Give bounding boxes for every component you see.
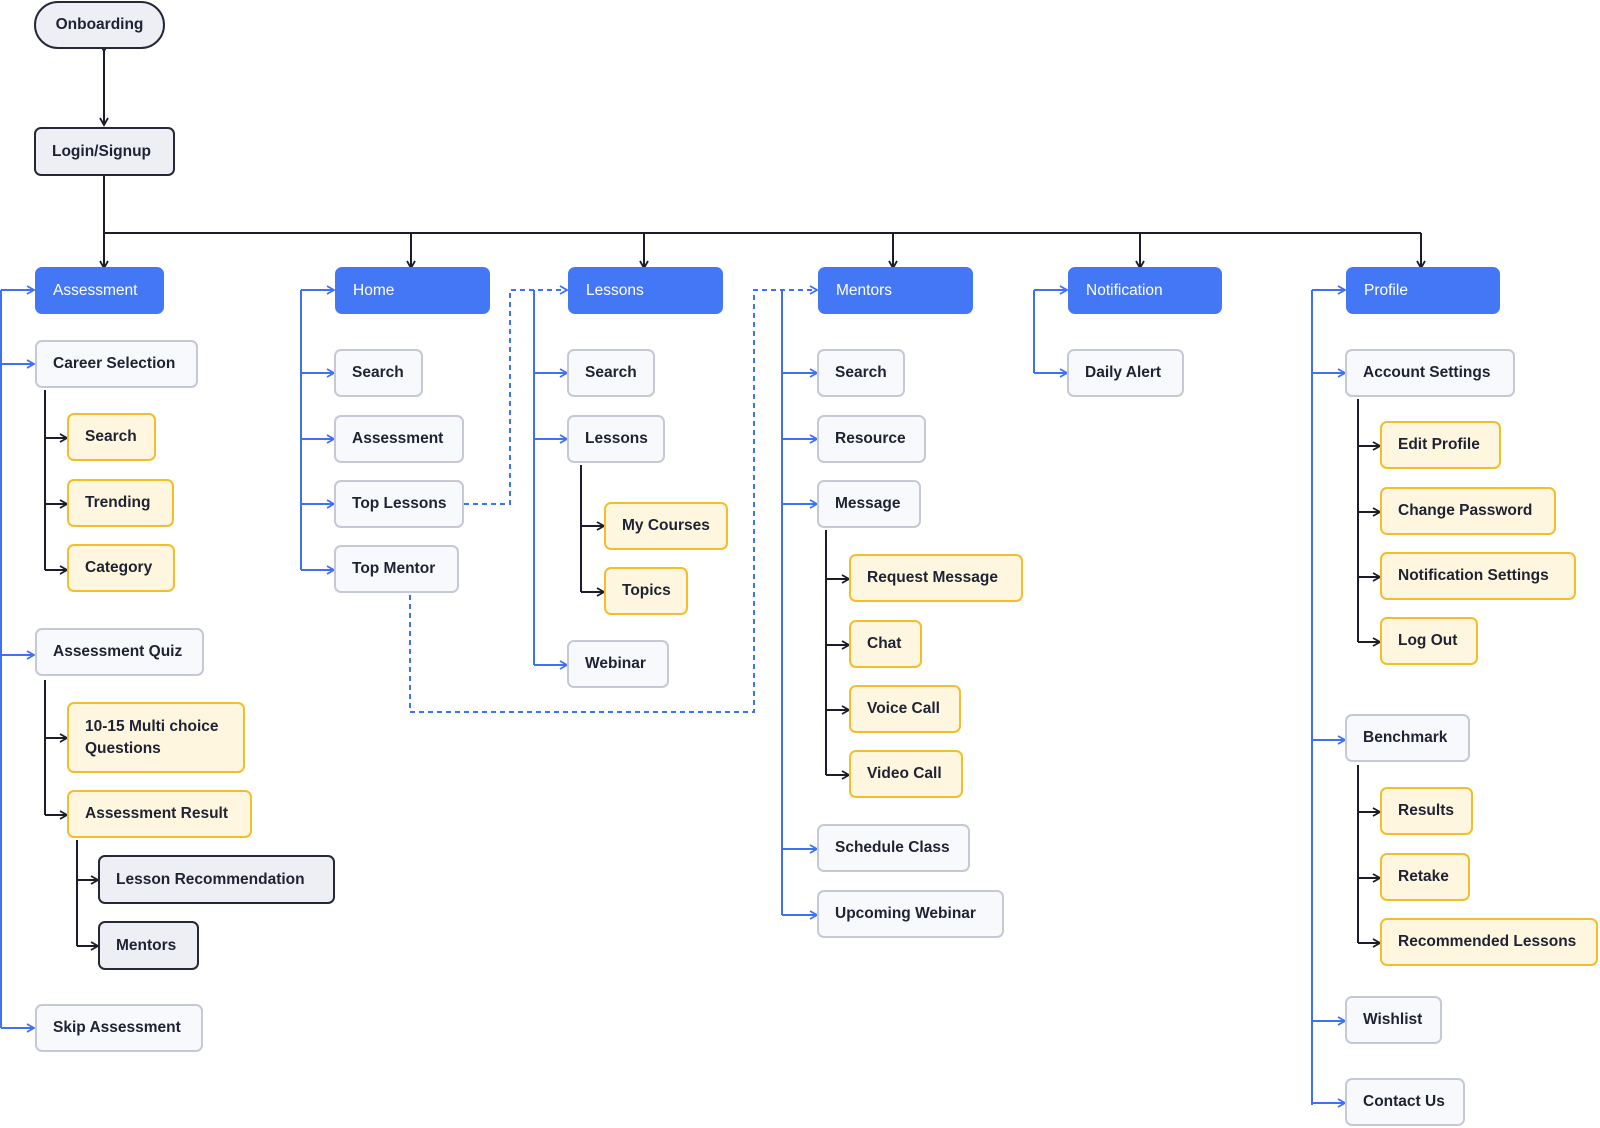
voice-call-node[interactable]: Voice Call <box>849 685 961 733</box>
recommended-lessons-node[interactable]: Recommended Lessons <box>1380 918 1598 966</box>
edit-profile-node[interactable]: Edit Profile <box>1380 421 1501 469</box>
notification-category[interactable]: Notification <box>1068 267 1222 314</box>
home-category[interactable]: Home <box>335 267 490 314</box>
assessment-result-node[interactable]: Assessment Result <box>67 790 252 838</box>
benchmark-node[interactable]: Benchmark <box>1345 714 1470 762</box>
home-assessment-node[interactable]: Assessment <box>334 415 464 463</box>
career-search-node[interactable]: Search <box>67 413 156 461</box>
home-search-node[interactable]: Search <box>334 349 423 397</box>
video-call-node[interactable]: Video Call <box>849 750 963 798</box>
login-signup-node[interactable]: Login/Signup <box>34 127 175 176</box>
home-connectors <box>300 285 819 713</box>
my-courses-node[interactable]: My Courses <box>604 502 728 550</box>
career-trending-node[interactable]: Trending <box>67 479 174 527</box>
profile-category[interactable]: Profile <box>1346 267 1500 314</box>
multi-choice-questions-node[interactable]: 10-15 Multi choice Questions <box>67 702 245 773</box>
change-password-node[interactable]: Change Password <box>1380 487 1556 535</box>
upcoming-webinar-node[interactable]: Upcoming Webinar <box>817 890 1004 938</box>
results-node[interactable]: Results <box>1380 787 1473 835</box>
topics-node[interactable]: Topics <box>604 567 688 615</box>
resource-node[interactable]: Resource <box>817 415 926 463</box>
chat-node[interactable]: Chat <box>849 620 922 668</box>
root-connectors <box>99 43 1426 270</box>
lessons-connectors <box>533 290 606 670</box>
career-selection-node[interactable]: Career Selection <box>35 340 198 388</box>
career-category-node[interactable]: Category <box>67 544 175 592</box>
lesson-recommendation-node[interactable]: Lesson Recommendation <box>98 855 335 904</box>
request-message-node[interactable]: Request Message <box>849 554 1023 602</box>
result-mentors-node[interactable]: Mentors <box>98 921 199 970</box>
daily-alert-node[interactable]: Daily Alert <box>1067 349 1184 397</box>
lessons-category[interactable]: Lessons <box>568 267 723 314</box>
onboarding-node[interactable]: Onboarding <box>34 1 165 49</box>
webinar-node[interactable]: Webinar <box>567 640 669 688</box>
mentors-category[interactable]: Mentors <box>818 267 973 314</box>
notification-settings-node[interactable]: Notification Settings <box>1380 552 1576 600</box>
schedule-class-node[interactable]: Schedule Class <box>817 824 970 872</box>
assessment-quiz-node[interactable]: Assessment Quiz <box>35 628 204 676</box>
wishlist-node[interactable]: Wishlist <box>1345 996 1442 1044</box>
assessment-connectors <box>0 285 100 1033</box>
message-node[interactable]: Message <box>817 480 921 528</box>
mentors-connectors <box>781 290 851 920</box>
home-top-lessons-node[interactable]: Top Lessons <box>334 480 464 528</box>
skip-assessment-node[interactable]: Skip Assessment <box>35 1004 203 1052</box>
lessons-search-node[interactable]: Search <box>567 349 655 397</box>
mentors-search-node[interactable]: Search <box>817 349 905 397</box>
retake-node[interactable]: Retake <box>1380 853 1470 901</box>
home-top-mentor-node[interactable]: Top Mentor <box>334 545 459 593</box>
account-settings-node[interactable]: Account Settings <box>1345 349 1515 397</box>
notification-connectors <box>1033 285 1069 378</box>
profile-connectors <box>1311 285 1382 1108</box>
lessons-lessons-node[interactable]: Lessons <box>567 415 665 463</box>
log-out-node[interactable]: Log Out <box>1380 617 1478 665</box>
assessment-category[interactable]: Assessment <box>35 267 164 314</box>
contact-us-node[interactable]: Contact Us <box>1345 1078 1465 1126</box>
